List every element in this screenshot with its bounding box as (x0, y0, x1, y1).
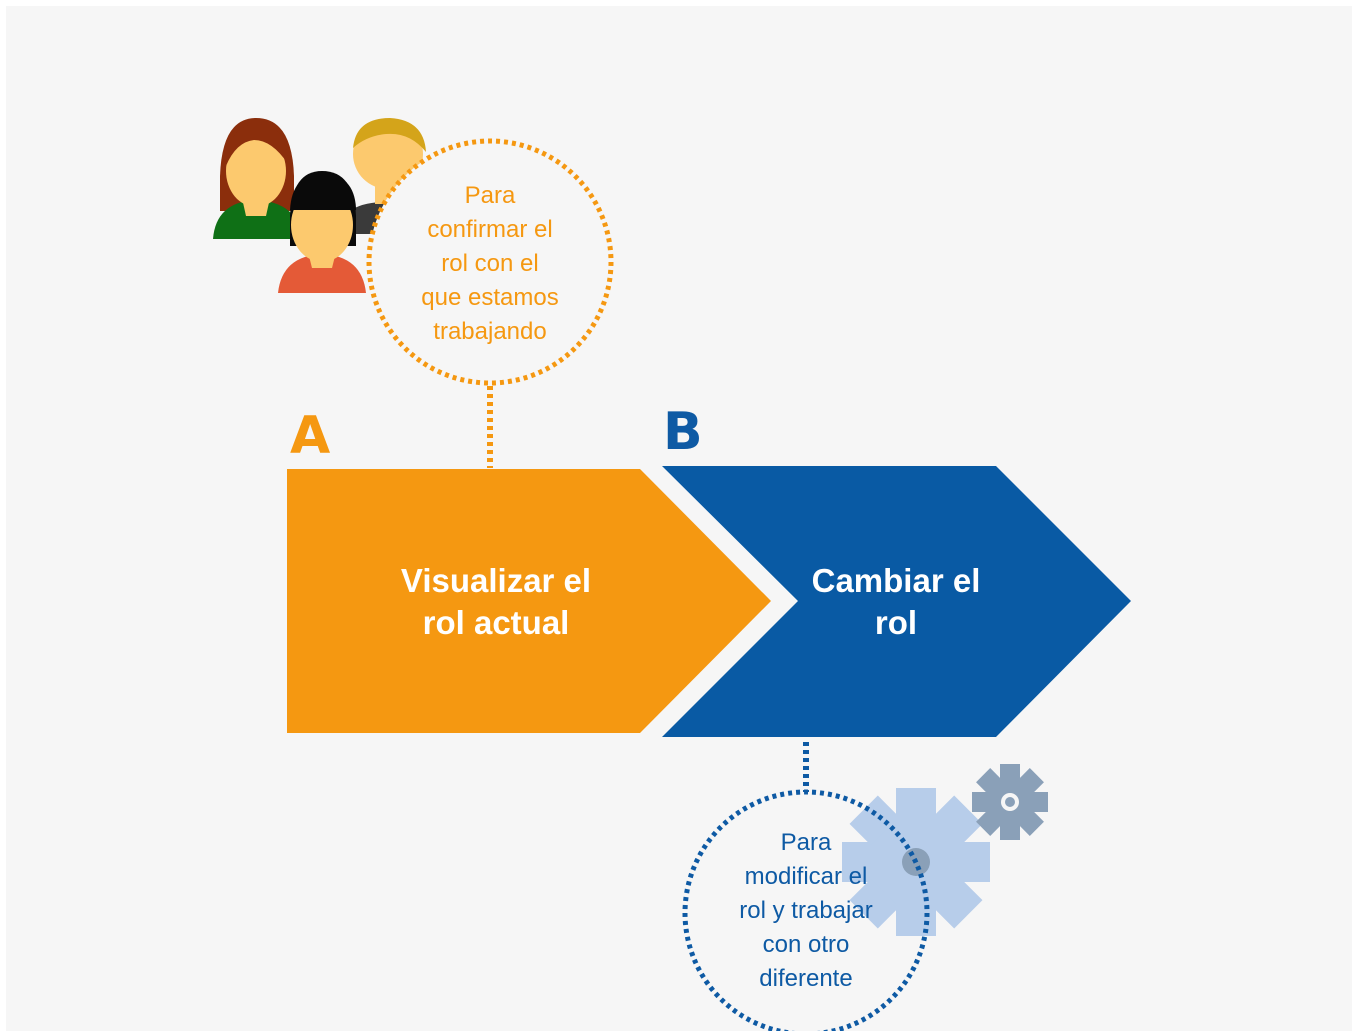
step-a-label: Visualizar el rol actual (346, 560, 646, 644)
bubble-a-line: Para (464, 182, 516, 209)
bubble-a-line: trabajando (433, 318, 547, 345)
bubble-a-circle (366, 138, 614, 386)
step-a-label-line: Visualizar el (400, 562, 592, 599)
step-b-label-line: Cambiar el (811, 562, 981, 599)
step-b-label-line: rol (874, 604, 918, 641)
process-flow (287, 138, 1131, 1031)
bubble-a-line: que estamos (421, 284, 559, 311)
diagram-canvas: A B Visualizar el rol actual Cambiar el … (6, 6, 1352, 1031)
step-b-label: Cambiar el rol (766, 560, 1026, 644)
woman-icon (278, 171, 366, 293)
bubble-b-line: modificar el (744, 863, 868, 890)
step-a-arrow (287, 469, 771, 733)
step-a-letter: A (290, 406, 331, 466)
people-group-icon (213, 118, 426, 293)
bubble-b-line: diferente (759, 965, 853, 992)
bubble-a-line: rol con el (441, 250, 539, 277)
bubble-a-text: Para confirmar el rol con el que estamos… (390, 179, 590, 349)
bubble-b-line: rol y trabajar (739, 897, 873, 924)
woman-icon (213, 118, 302, 239)
bubble-b-line: con otro (762, 931, 850, 958)
step-a-label-line: rol actual (422, 604, 570, 641)
bubble-b-line: Para (780, 829, 832, 856)
step-b-arrow (662, 466, 1131, 737)
bubble-a-line: confirmar el (427, 216, 553, 243)
bubble-b-circle (682, 789, 930, 1031)
bubble-b-text: Para modificar el rol y trabajar con otr… (706, 826, 906, 996)
step-b-letter: B (663, 402, 703, 462)
